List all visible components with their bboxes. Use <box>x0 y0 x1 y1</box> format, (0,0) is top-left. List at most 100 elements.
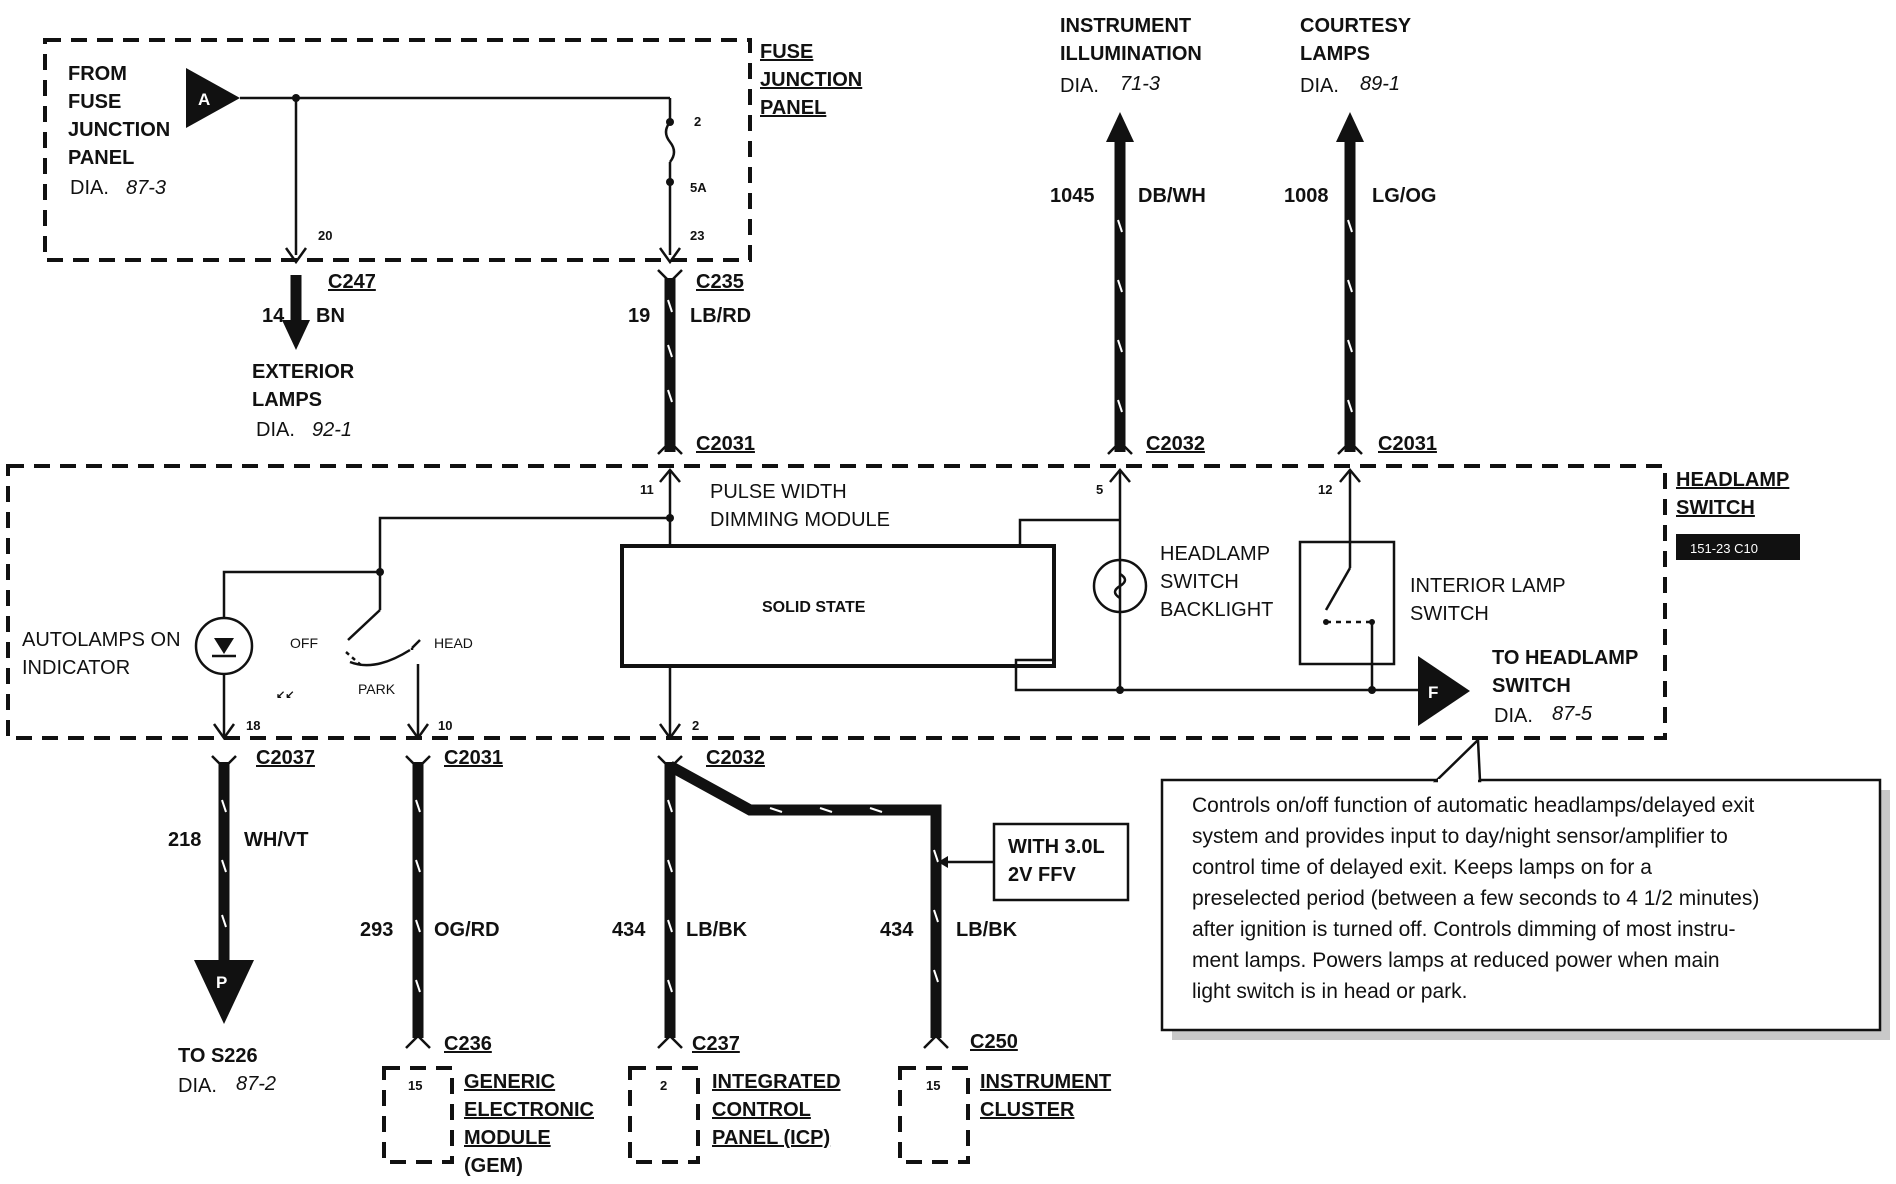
arrow-pin-23 <box>658 247 682 265</box>
fuse-source-line-2: FUSE <box>68 91 121 113</box>
description-line-3: control time of delayed exit. Keeps lamp… <box>1192 856 1652 879</box>
interior-switch-line-2: SWITCH <box>1410 603 1489 625</box>
fuse-source-dia-ref: 87-3 <box>126 177 166 199</box>
wire-14-color: BN <box>316 305 345 327</box>
wire-19-circuit: 19 <box>628 305 650 327</box>
wire-434-cluster: 434 LB/BK C250 15 INSTRUMENT CLUSTER WIT… <box>667 761 1130 1164</box>
switch-position-off: OFF <box>290 635 318 651</box>
fuse-rating: 5A <box>690 180 707 195</box>
connector-c2031-top: C2031 <box>696 433 755 455</box>
wire-1008-arrow-icon <box>1336 112 1364 142</box>
arrow-pin-18 <box>212 723 236 741</box>
icp-line-1: INTEGRATED <box>712 1071 841 1093</box>
headlamp-switch-badge-text: 151-23 C10 <box>1690 541 1758 556</box>
connector-p-letter: P <box>216 973 227 992</box>
exterior-lamps-line-1: EXTERIOR <box>252 361 355 383</box>
to-headlamp-dia-ref: 87-5 <box>1552 703 1593 725</box>
to-s226-line: TO S226 <box>178 1045 258 1067</box>
wire-tick <box>415 979 421 993</box>
wire-tick <box>667 859 673 873</box>
pwm-module-line-1: PULSE WIDTH <box>710 481 847 503</box>
wire-tick <box>415 799 421 813</box>
fuse-icon <box>664 121 676 163</box>
backlight-line-3: BACKLIGHT <box>1160 599 1273 621</box>
solid-state-box <box>620 544 1056 668</box>
wire-tick <box>1347 279 1353 293</box>
description-line-6: ment lamps. Powers lamps at reduced powe… <box>1192 949 1720 972</box>
selector-off-contact-icon <box>345 651 363 667</box>
pwm-module-line-2: DIMMING MODULE <box>710 509 890 531</box>
wire-218-color: WH/VT <box>244 829 308 851</box>
connector-f-symbol <box>1418 656 1470 726</box>
fuse-source-line-1: FROM <box>68 63 127 85</box>
option-note-box <box>992 822 1130 902</box>
connector-c237-cap-icon <box>657 1034 683 1049</box>
interior-switch-blade-icon <box>1324 567 1352 611</box>
connector-a-symbol <box>186 68 240 128</box>
selector-head-tip <box>411 639 421 649</box>
backlight-line-1: HEADLAMP <box>1160 543 1270 565</box>
to-s226-dia-label: DIA. <box>178 1075 217 1097</box>
wire-tick <box>933 969 939 983</box>
wire-14-bn: C247 14 BN EXTERIOR LAMPS DIA. 92-1 <box>252 271 376 441</box>
callout-pointer <box>1432 737 1482 783</box>
connector-c2031-cap-icon <box>1337 440 1363 455</box>
arrow-pin-20 <box>284 247 308 265</box>
connector-a-letter: A <box>198 90 210 109</box>
gem-pin: 15 <box>408 1078 422 1093</box>
wire-tick <box>933 849 939 863</box>
fuse-pin-23: 23 <box>690 228 704 243</box>
to-headlamp-line-2: SWITCH <box>1492 675 1571 697</box>
connector-c2032-bottom: C2032 <box>706 747 765 769</box>
backlight-bulb-icon <box>1092 558 1148 614</box>
wire-293-ogrd: C2031 293 OG/RD C236 15 GENERIC ELECTRON… <box>360 747 594 1177</box>
description-callout: Controls on/off function of automatic he… <box>1160 737 1890 1040</box>
headlamp-switch-title-1: HEADLAMP <box>1676 469 1789 491</box>
wire-tick <box>1347 339 1353 353</box>
selector-blade-icon <box>347 609 381 641</box>
wire-tick <box>1117 219 1123 233</box>
icp-connector-box <box>628 1066 700 1164</box>
switch-position-head: HEAD <box>434 635 473 651</box>
connector-c236: C236 <box>444 1033 492 1055</box>
connector-c235: C235 <box>696 271 744 293</box>
wire-tick <box>667 979 673 993</box>
selector-arc-icon <box>349 648 411 667</box>
wire-tick <box>667 799 673 813</box>
interior-switch-line-1: INTERIOR LAMP <box>1410 575 1566 597</box>
wire-tick <box>667 389 673 403</box>
wire-434-icp-circuit: 434 <box>612 919 646 941</box>
autolamps-line-2: INDICATOR <box>22 657 130 679</box>
connector-p-symbol <box>194 960 254 1024</box>
to-headlamp-dia-label: DIA. <box>1494 705 1533 727</box>
cluster-line-2: CLUSTER <box>980 1099 1075 1121</box>
option-note-line-2: 2V FFV <box>1008 864 1076 886</box>
wire-tick <box>1117 339 1123 353</box>
autolamps-line-1: AUTOLAMPS ON <box>22 629 181 651</box>
arrow-pin-10 <box>406 723 430 741</box>
headlamp-switch: HEADLAMP SWITCH 151-23 C10 11 5 12 PULSE… <box>6 464 1800 741</box>
wire-19-color: LB/RD <box>690 305 751 327</box>
exterior-lamps-dia-label: DIA. <box>256 419 295 441</box>
wire-434-cluster-color: LB/BK <box>956 919 1018 941</box>
connector-c247: C247 <box>328 271 376 293</box>
wire-434-cluster-segment <box>667 761 942 1038</box>
connector-c235-cap-icon <box>657 269 683 284</box>
wire-1008-circuit: 1008 <box>1284 185 1329 207</box>
exterior-lamps-line-2: LAMPS <box>252 389 322 411</box>
backlight-line-2: SWITCH <box>1160 571 1239 593</box>
connector-f-letter: F <box>1428 683 1438 702</box>
gem-line-2: ELECTRONIC <box>464 1099 594 1121</box>
fuse-panel-title-1: FUSE <box>760 41 813 63</box>
wire-tick <box>415 919 421 933</box>
wire-tick <box>1347 399 1353 413</box>
to-s226-dia-ref: 87-2 <box>236 1073 276 1095</box>
fuse-pin-20: 20 <box>318 228 332 243</box>
gem-line-1: GENERIC <box>464 1071 555 1093</box>
to-headlamp-line-1: TO HEADLAMP <box>1492 647 1638 669</box>
connector-c2031-right: C2031 <box>1378 433 1437 455</box>
wire-tick <box>221 799 227 813</box>
description-line-1: Controls on/off function of automatic he… <box>1192 794 1754 817</box>
icp-pin: 2 <box>660 1078 667 1093</box>
